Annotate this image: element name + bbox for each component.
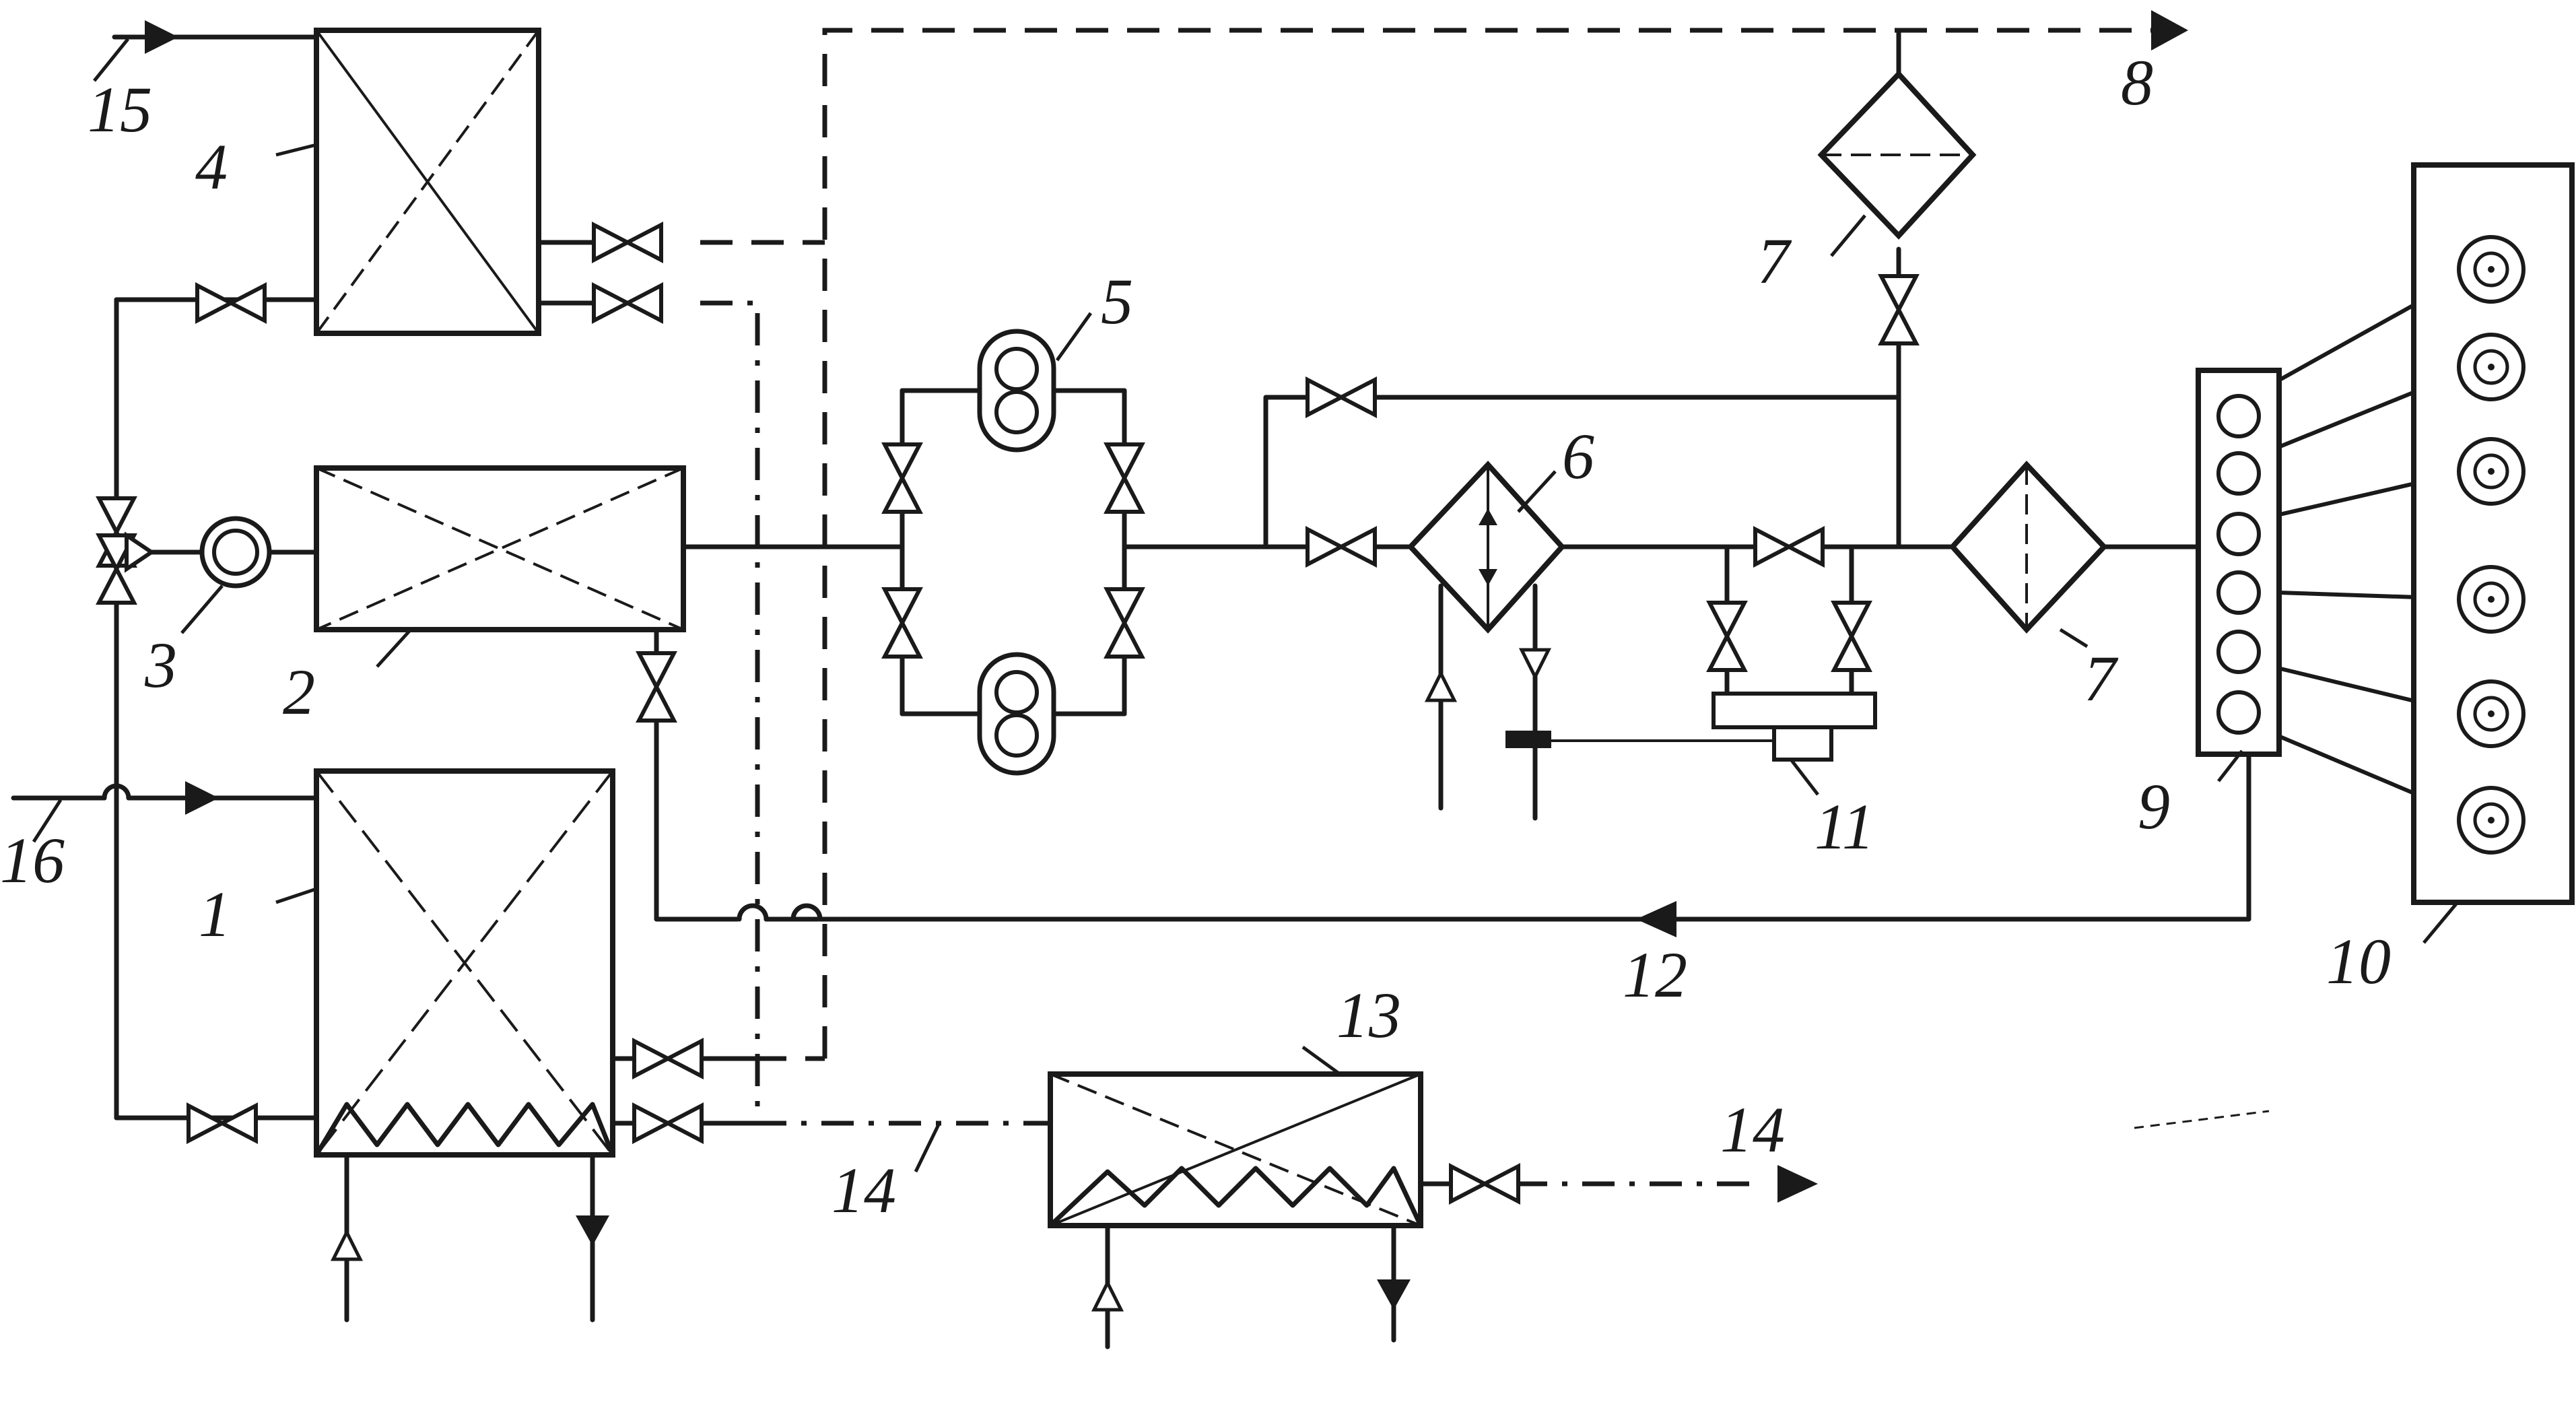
- label-14-right: 14: [1720, 1094, 1785, 1166]
- label-8: 8: [2121, 46, 2153, 119]
- label-9: 9: [2138, 770, 2170, 842]
- label-7-main: 7: [2084, 642, 2119, 714]
- label-7-upper: 7: [1757, 225, 1792, 297]
- label-14-left: 14: [832, 1154, 896, 1226]
- tank-1: [314, 768, 615, 1158]
- label-15: 15: [88, 73, 152, 145]
- pipe-heater-2-drain: [654, 627, 740, 922]
- filter-7-upper: [1817, 70, 1977, 240]
- label-11: 11: [1815, 791, 1874, 863]
- stray-mark: [2134, 1110, 2270, 1129]
- regulator-11-sensor: [1505, 731, 1551, 748]
- regulator-11-actuator: [1772, 725, 1833, 762]
- pipe-crossover-2: [790, 903, 823, 922]
- tank-4: [314, 28, 541, 336]
- pump-icon: [980, 331, 1054, 773]
- three-way-valve-icon: [125, 531, 156, 573]
- filter-7-main: [1948, 461, 2108, 634]
- tank-13-heating-coil: [1048, 1166, 1423, 1228]
- label-13: 13: [1336, 979, 1401, 1051]
- flow-arrow-icon: [145, 10, 2188, 1312]
- regulator-11-body: [1711, 692, 1877, 729]
- label-leaders: [32, 38, 2459, 1173]
- return-line-12: [846, 752, 2251, 922]
- label-4: 4: [195, 131, 228, 203]
- tank-13: [1048, 1071, 1423, 1228]
- label-3: 3: [144, 629, 177, 701]
- label-16: 16: [0, 824, 65, 896]
- tank-4-return-line: [700, 300, 760, 1123]
- inlet-16-crossover: [102, 783, 131, 801]
- pipe-crossover-1: [737, 903, 769, 922]
- heater-2: [314, 465, 686, 632]
- tank-1-heating-coil: [314, 1102, 615, 1158]
- pump-3: [199, 516, 272, 589]
- label-10: 10: [2326, 925, 2391, 997]
- vapor-line-8: [822, 28, 2181, 1059]
- label-1: 1: [199, 878, 231, 950]
- filter-6-bypass: [1263, 395, 1901, 549]
- label-2: 2: [283, 656, 315, 728]
- label-5: 5: [1101, 265, 1133, 337]
- label-12: 12: [1623, 939, 1687, 1011]
- label-6: 6: [1562, 420, 1594, 492]
